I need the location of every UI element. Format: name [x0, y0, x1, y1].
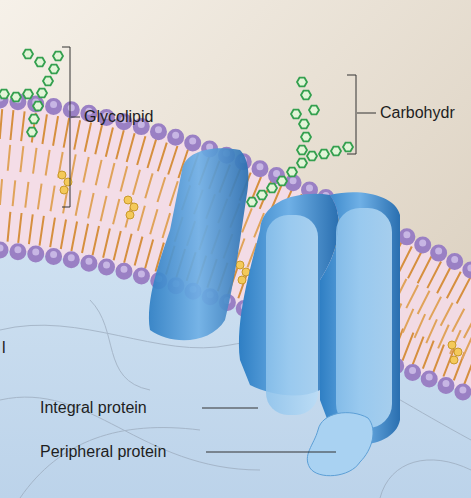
bracket: [62, 47, 376, 207]
part-label: Glycolipid: [84, 108, 153, 126]
integral-protein: [320, 192, 400, 444]
integral-protein: [336, 208, 392, 428]
glycoprotein: [149, 148, 248, 340]
glycolipid-chain: [0, 50, 63, 137]
part-label: Peripheral protein: [40, 443, 166, 461]
leader-line: [202, 408, 336, 452]
membrane-interior: [0, 100, 471, 395]
phospholipid-heads: [0, 250, 471, 395]
integral-protein: [266, 215, 318, 415]
peripheral-protein: [307, 413, 373, 476]
part-label: Carbohydr: [380, 104, 455, 122]
part-label: Integral protein: [40, 399, 147, 417]
carbohydrate-chain: [247, 78, 353, 207]
part-label: l: [2, 339, 6, 357]
phospholipid-heads: [0, 248, 471, 393]
